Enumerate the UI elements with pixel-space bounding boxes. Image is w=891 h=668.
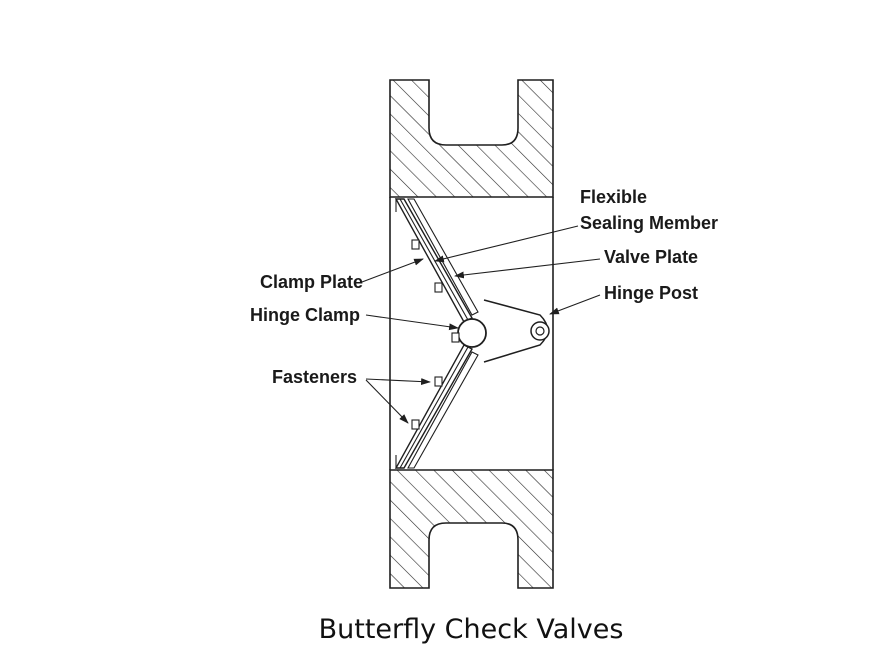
caption: Butterfly Check Valves bbox=[319, 614, 624, 645]
fastener bbox=[411, 419, 420, 430]
label-hinge-clamp: Hinge Clamp bbox=[250, 305, 360, 325]
leader-fasteners-1 bbox=[365, 378, 431, 386]
hinge-post bbox=[530, 321, 550, 341]
label-valve-plate: Valve Plate bbox=[604, 247, 698, 267]
bottom-body-section bbox=[389, 469, 554, 589]
label-sealing-member: Sealing Member bbox=[580, 213, 718, 233]
fastener bbox=[434, 376, 443, 387]
hinge-clamp bbox=[457, 318, 487, 348]
fasteners-group bbox=[411, 239, 460, 430]
leader-hinge-clamp bbox=[365, 314, 459, 331]
label-fasteners: Fasteners bbox=[272, 367, 357, 387]
lower-valve-plate bbox=[394, 344, 479, 469]
leader-clamp-plate bbox=[361, 258, 424, 283]
leader-valve-plate bbox=[454, 258, 601, 279]
top-body-section bbox=[389, 79, 554, 198]
fastener bbox=[451, 332, 460, 343]
fastener bbox=[411, 239, 420, 250]
label-clamp-plate: Clamp Plate bbox=[260, 272, 363, 292]
fastener bbox=[434, 282, 443, 293]
leader-hinge-post bbox=[549, 294, 601, 315]
leader-lines bbox=[361, 225, 601, 424]
leader-fasteners-2 bbox=[365, 379, 409, 424]
leader-sealing-member bbox=[434, 225, 579, 263]
label-hinge-post: Hinge Post bbox=[604, 283, 698, 303]
label-flexible: Flexible bbox=[580, 187, 647, 207]
valve-bore bbox=[389, 197, 554, 470]
